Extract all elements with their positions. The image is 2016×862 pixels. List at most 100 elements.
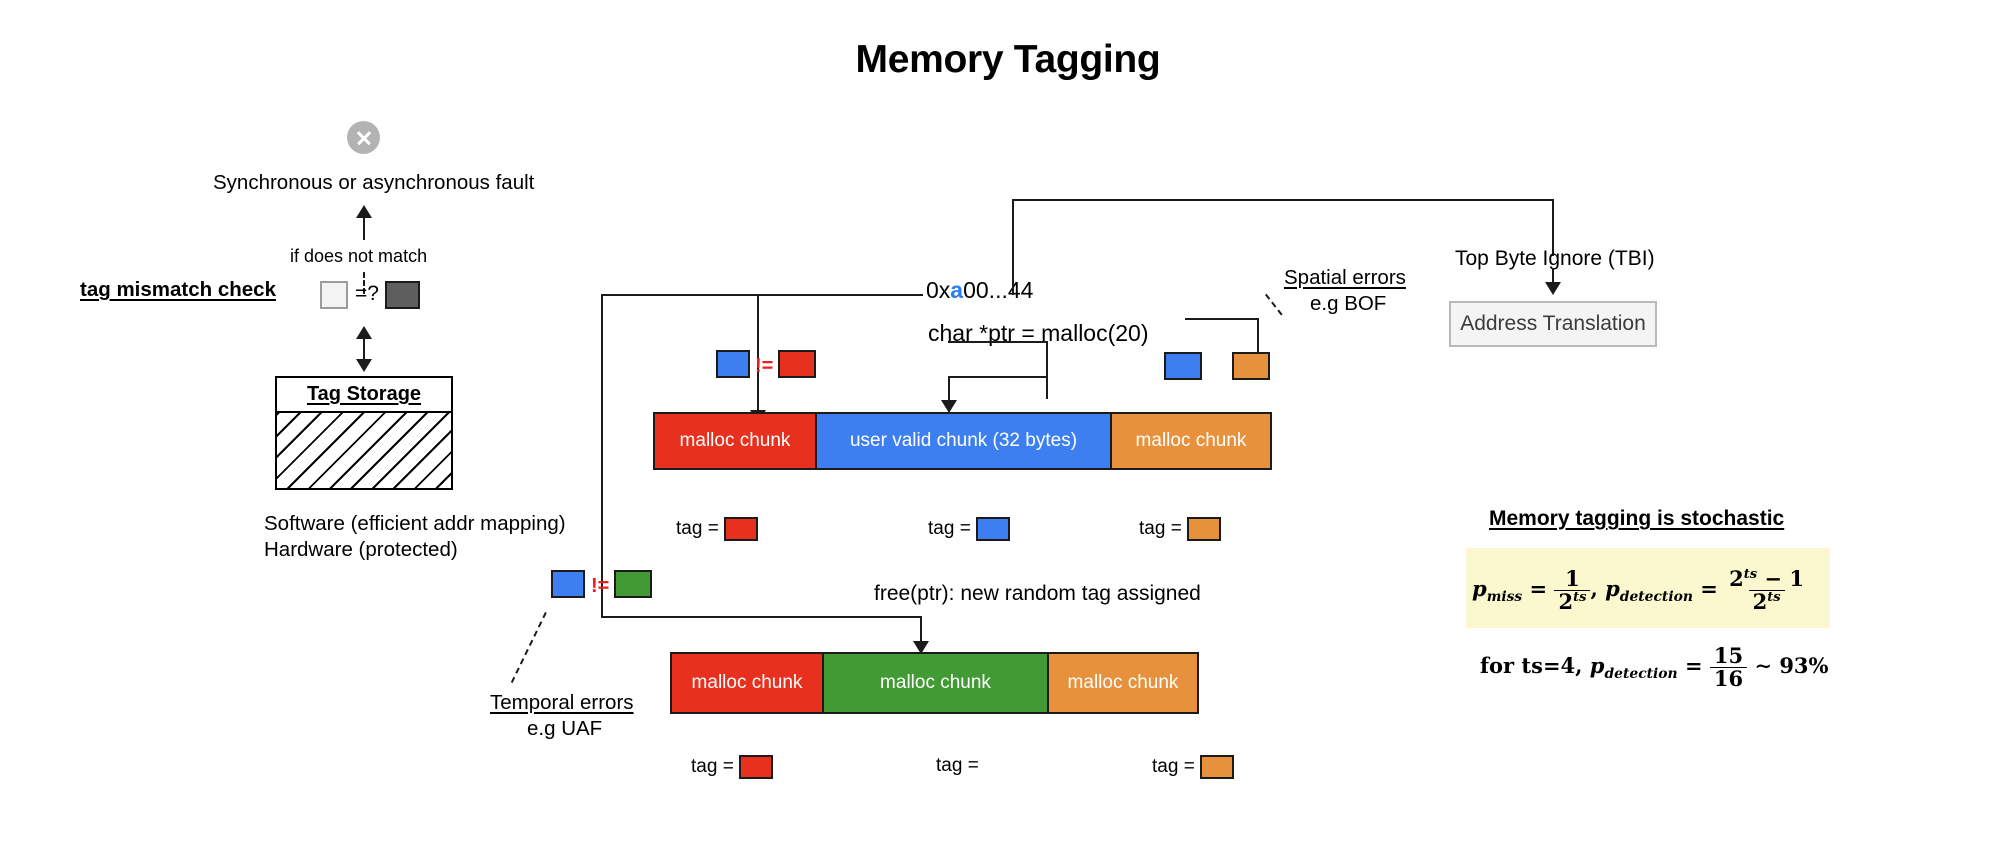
p-miss-den-base: 2 <box>1558 589 1574 615</box>
heap-segment-orange: malloc chunk <box>1110 414 1270 468</box>
compare-swatch-light <box>320 281 348 309</box>
temporal-dashed-pointer <box>510 612 547 683</box>
fraction-denominator: 16 <box>1709 667 1748 690</box>
fraction-p-detection: 2ts − 1 2ts <box>1725 566 1808 615</box>
temporal-errors-title: Temporal errors <box>490 691 634 714</box>
stochastic-title: Memory tagging is stochastic <box>1489 507 1785 530</box>
p-miss-symbol: p <box>1472 576 1487 602</box>
spatial-vline <box>1257 318 1259 356</box>
fraction-p-miss: 1 2ts <box>1554 566 1591 615</box>
tag-storage-note-hardware: Hardware (protected) <box>264 538 458 561</box>
tagstore-arrow-shaft <box>363 336 365 362</box>
address-translation-box: Address Translation <box>1449 301 1657 347</box>
tag-swatch-blue <box>975 517 1010 541</box>
p-det-sub: detection <box>1619 589 1693 606</box>
spatial-hline <box>1185 318 1259 320</box>
tagstore-arrow-up <box>356 326 372 339</box>
addr-to-left-hline <box>601 294 923 296</box>
tag-label: tag = <box>1152 756 1195 777</box>
heap-freed-tag-orange: tag = <box>1152 755 1234 779</box>
free-arrow-shaft <box>920 616 922 646</box>
p-miss-numerator: 1 <box>1565 566 1580 591</box>
compare-spatial-left-swatch <box>1164 352 1202 380</box>
p-det-den-base: 2 <box>1752 589 1768 615</box>
comma-1: , <box>1590 576 1598 602</box>
p-det2-sub: detection <box>1604 666 1678 683</box>
malloc-down-vline <box>948 376 950 402</box>
compare-operator: =? <box>355 282 379 305</box>
malloc-hline <box>948 341 1048 343</box>
p-det-den-exp: ts <box>1767 590 1781 606</box>
tag-swatch-orange <box>1199 755 1234 779</box>
tag-mismatch-check-label: tag mismatch check <box>80 278 276 301</box>
tbi-hline <box>1012 199 1554 201</box>
compare-top-right-swatch <box>778 350 816 378</box>
compare-spatial-right-swatch <box>1232 352 1270 380</box>
tag-label: tag = <box>936 755 979 776</box>
tag-swatch-red <box>738 755 773 779</box>
p-miss-denominator: 2ts <box>1554 589 1591 615</box>
heap-freed-segment-red: malloc chunk <box>672 654 822 712</box>
approx-value: ∼ 93% <box>1754 653 1829 679</box>
p-miss-sub: miss <box>1486 589 1523 606</box>
tagstore-arrow-down <box>356 359 372 372</box>
tag-swatch-red <box>723 517 758 541</box>
x-circle-icon <box>347 121 380 154</box>
compare-temporal-right-swatch <box>614 570 652 598</box>
p-det2-symbol: p <box>1589 653 1605 679</box>
free-arrow-head <box>913 641 929 654</box>
tbi-vline-left <box>1012 199 1014 295</box>
malloc-hline2 <box>948 376 1048 378</box>
heap-allocated-tag-blue: tag = <box>928 517 1010 541</box>
p-det-num-base: 2 <box>1729 566 1744 591</box>
free-note: free(ptr): new random tag assigned <box>874 582 1201 605</box>
tag-storage-note-software: Software (efficient addr mapping) <box>264 512 566 535</box>
p-det-symbol: p <box>1605 576 1620 602</box>
temporal-errors-sub: e.g UAF <box>527 717 603 740</box>
condition-dashed-line <box>363 272 365 294</box>
tbi-label: Top Byte Ignore (TBI) <box>1455 247 1655 270</box>
heap-freed-bar: malloc chunk malloc chunk malloc chunk <box>670 652 1199 714</box>
address-suffix: 00...44 <box>963 277 1034 303</box>
left-long-vline <box>601 294 603 618</box>
heap-freed-tag-red: tag = <box>691 755 773 779</box>
malloc-arrow-head <box>941 400 957 413</box>
spatial-dashed-pointer <box>1265 293 1283 316</box>
tag-storage-hatch-fill <box>277 413 451 488</box>
tag-label: tag = <box>1139 518 1182 539</box>
fault-arrow-shaft <box>363 218 365 240</box>
address-tag-nibble: a <box>950 277 964 303</box>
compare-temporal-operator: != <box>591 575 610 597</box>
spatial-errors-title: Spatial errors <box>1284 266 1406 289</box>
tag-storage-box: Tag Storage <box>275 376 453 490</box>
p-miss-den-exp: ts <box>1573 590 1587 606</box>
heap-freed-segment-green: malloc chunk <box>822 654 1047 712</box>
compare-swatch-dark <box>385 281 420 309</box>
fault-label: Synchronous or asynchronous fault <box>213 171 535 194</box>
malloc-vline <box>1046 341 1048 399</box>
fraction-numerator: 15 <box>1713 643 1744 668</box>
stochastic-formula-line1: pmiss = 1 2ts , pdetection = 2ts − 1 2ts <box>1472 566 1808 615</box>
p-det-num-exp: ts <box>1743 567 1758 582</box>
tbi-arrow-head <box>1545 282 1561 295</box>
heap-segment-red: malloc chunk <box>655 414 815 468</box>
spatial-errors-sub: e.g BOF <box>1310 292 1387 315</box>
fault-icon-wrapper <box>347 121 380 154</box>
heap-allocated-bar: malloc chunk user valid chunk (32 bytes)… <box>653 412 1272 470</box>
p-det-numerator: 2ts − 1 <box>1725 566 1808 591</box>
fraction-15-16: 15 16 <box>1709 643 1748 690</box>
eq-1: = <box>1529 576 1548 602</box>
condition-label: if does not match <box>290 246 428 266</box>
compare-top-left-swatch <box>716 350 750 378</box>
stochastic-formula-highlight <box>1466 548 1830 628</box>
heap-allocated-tag-orange: tag = <box>1139 517 1221 541</box>
heap-allocated-tag-red: tag = <box>676 517 758 541</box>
eq-3: = <box>1684 653 1703 679</box>
tag-swatch-orange <box>1186 517 1221 541</box>
tag-label: tag = <box>928 518 971 539</box>
stochastic-formula-line2: for ts=4, pdetection = 15 16 ∼ 93% <box>1480 643 1829 690</box>
left-to-free-hline <box>601 616 921 618</box>
eq-2: = <box>1700 576 1718 602</box>
address-prefix: 0x <box>926 277 951 303</box>
compare-temporal-left-swatch <box>551 570 585 598</box>
